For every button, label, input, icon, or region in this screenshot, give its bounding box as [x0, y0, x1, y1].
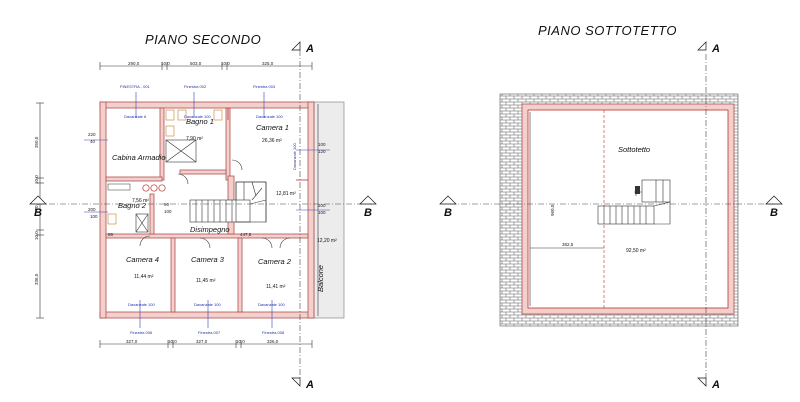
room-label-camera4: Camera 4 — [126, 255, 159, 264]
room-label-camera3: Camera 3 — [191, 255, 225, 264]
section-mark-a-top-left: A — [305, 43, 314, 55]
section-line-b-left: B B — [29, 195, 377, 219]
area-bagno2: 7,56 m² — [132, 198, 149, 204]
dim-bottom-3: 327,0 — [196, 339, 208, 344]
section-mark-b-right-2: B — [770, 207, 778, 219]
dim-top-1: 290,0 — [128, 61, 140, 66]
section-mark-b-right-1: B — [444, 207, 452, 219]
door-swings — [139, 159, 291, 249]
small-dim-3: 200 — [88, 207, 96, 212]
room-label-disimpegno: Disimpegno — [190, 225, 230, 234]
section-line-a-left: A A — [291, 41, 314, 391]
room-label-balcone: Balcone — [316, 265, 325, 292]
dim-left-5: 336,0 — [34, 273, 39, 285]
small-dim-6: 120 — [318, 149, 326, 154]
left-dimension-line: 350,0 10,0 170,0 10,0 336,0 — [34, 102, 44, 319]
bottom-dimension-line: 327,0 10,0 327,0 10,0 326,0 — [99, 339, 313, 348]
dim-left-1: 350,0 — [34, 136, 39, 148]
sill-label-d5: Davanzale 100 — [258, 302, 285, 307]
sill-label-d7: Davanzale 6 — [124, 114, 147, 119]
dim-bottom-4: 10,0 — [236, 339, 245, 344]
room-label-sottotetto: Sottotetto — [618, 145, 650, 154]
dim-top-4: 10,0 — [221, 61, 230, 66]
area-sottotetto: 92,50 m² — [626, 248, 646, 254]
room-label-cabina: Cabina Armadio — [112, 153, 166, 162]
attic-dim-horizontal: 382,5 — [562, 242, 574, 247]
small-dim-12: 86 — [108, 232, 114, 237]
dim-left-4: 10,0 — [34, 231, 39, 240]
room-label-bagno2: Bagno 2 — [118, 201, 147, 210]
section-line-a-right: A A — [697, 41, 720, 391]
sill-label-d2: Davanzale 100 — [256, 114, 283, 119]
staircase: 12,81 m² — [189, 181, 296, 223]
small-dim-2: 40 — [90, 139, 96, 144]
area-balcone: 12,20 m² — [317, 238, 337, 244]
room-label-bagno1: Bagno 1 — [186, 117, 214, 126]
small-dim-4: 100 — [90, 214, 98, 219]
window-label-f008: Finestra 008 — [262, 330, 285, 335]
small-dim-8: 100 — [318, 210, 326, 215]
small-dim-1: 220 — [88, 132, 96, 137]
area-camera2: 11,41 m² — [266, 284, 286, 290]
dim-bottom-1: 327,0 — [126, 339, 138, 344]
sill-label-d3: Davanzale 100 — [128, 302, 155, 307]
area-bagno1: 7,90 m² — [186, 136, 203, 142]
small-dim-10: 100 — [164, 209, 172, 214]
attic-staircase — [597, 179, 671, 225]
window-label-f006: Finestra 006 — [130, 330, 153, 335]
plan-title-sottotetto: PIANO SOTTOTETTO — [538, 23, 677, 38]
section-mark-a-bottom-left: A — [305, 379, 314, 391]
attic-dim-vertical: 960,0 — [550, 204, 555, 216]
bathroom-fixtures — [107, 109, 223, 233]
sill-label-d1: Davanzale 100 — [184, 114, 211, 119]
attic-interior: 382,5 960,0 Sottotetto 92,50 m² — [529, 110, 650, 308]
window-label-f007: Finestra 007 — [198, 330, 221, 335]
dim-top-3: 503,0 — [190, 61, 202, 66]
window-annotations: FINESTRA - 001 Finestra 002 Finestra 003… — [84, 84, 330, 335]
small-dim-7: 200 — [318, 203, 326, 208]
dim-top-5: 325,0 — [262, 61, 274, 66]
section-mark-a-bottom-right: A — [711, 379, 720, 391]
window-label-f002: Finestra 002 — [184, 84, 207, 89]
dim-top-2: 10,0 — [161, 61, 170, 66]
area-camera3: 11,45 m² — [196, 278, 216, 284]
section-mark-a-top-right: A — [711, 43, 720, 55]
plan-title-secondo: PIANO SECONDO — [145, 32, 261, 47]
sill-label-d6: Davanzale 100 — [292, 143, 297, 170]
small-dim-5: 100 — [318, 142, 326, 147]
room-label-camera1: Camera 1 — [256, 123, 289, 132]
section-line-b-right: B B — [439, 195, 783, 219]
top-dimension-line: 290,0 10,0 503,0 10,0 325,0 — [99, 61, 313, 70]
small-dimensions: 220 40 200 100 100 120 200 100 90 100 44… — [88, 132, 326, 237]
dim-bottom-2: 10,0 — [168, 339, 177, 344]
area-camera1: 26,36 m² — [262, 138, 282, 144]
window-label-f001: FINESTRA - 001 — [120, 84, 151, 89]
area-camera4: 11,44 m² — [134, 274, 154, 280]
small-dim-11: 447,5 — [240, 232, 252, 237]
area-stair: 12,81 m² — [276, 191, 296, 197]
section-mark-b-left-1: B — [34, 207, 42, 219]
interior-walls — [105, 107, 309, 313]
dim-left-2: 10,0 — [34, 175, 39, 184]
sill-label-d4: Davanzale 100 — [194, 302, 221, 307]
dim-left-3: 170,0 — [34, 201, 39, 213]
small-dim-9: 90 — [164, 202, 170, 207]
room-label-camera2: Camera 2 — [258, 257, 292, 266]
window-label-f003: Finestra 003 — [253, 84, 276, 89]
section-mark-b-left-2: B — [364, 207, 372, 219]
dim-bottom-5: 326,0 — [267, 339, 279, 344]
